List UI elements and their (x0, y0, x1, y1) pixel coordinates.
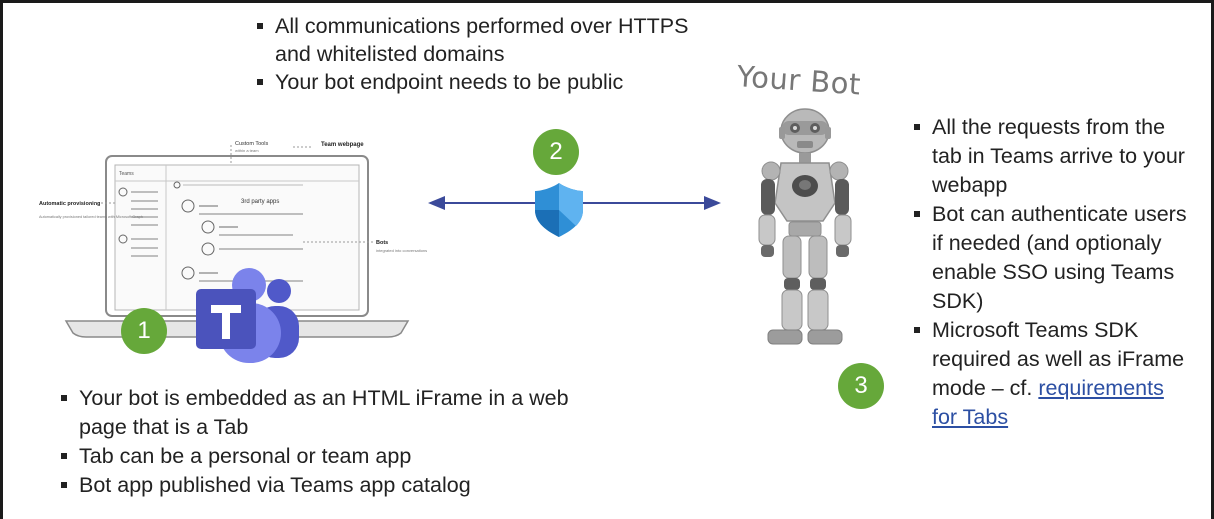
robot-illustration (758, 108, 852, 345)
shield-icon (535, 183, 583, 237)
callout-bots: Bots (376, 240, 388, 246)
callout-custom-tools-sub: within a team (235, 148, 259, 153)
bullet-tab-type: Tab can be a personal or team app (59, 442, 579, 471)
diagram-graphics: Teams 3rd party apps (39, 108, 852, 363)
step-2-badge: 2 (533, 129, 579, 175)
bot-notes: All the requests from the tab in Teams a… (912, 113, 1192, 432)
callout-bots-sub: integrated into conversations (376, 248, 427, 253)
communication-notes: All communications performed over HTTPS … (255, 12, 695, 96)
tab-notes: Your bot is embedded as an HTML iFrame i… (59, 384, 579, 500)
callout-auto-sub: Automatically provisioned tailored teams… (39, 215, 143, 219)
step-3-badge: 3 (838, 363, 884, 409)
bullet-iframe: Your bot is embedded as an HTML iFrame i… (59, 384, 579, 442)
step-1-badge: 1 (121, 308, 167, 354)
bullet-sdk: Microsoft Teams SDK required as well as … (912, 316, 1192, 432)
requirements-link[interactable]: requirements for Tabs (932, 376, 1164, 429)
bullet-sdk-text: Microsoft Teams SDK required as well as … (932, 318, 1185, 400)
callout-custom-tools: Custom Tools (235, 141, 268, 147)
callout-team-webpage: Team webpage (321, 142, 364, 148)
bullet-requests: All the requests from the tab in Teams a… (912, 113, 1192, 200)
teams-logo-icon (196, 268, 299, 363)
bullet-authenticate: Bot can authenticate users if needed (an… (912, 200, 1192, 316)
bullet-https: All communications performed over HTTPS … (255, 12, 695, 68)
bullet-catalog: Bot app published via Teams app catalog (59, 471, 579, 500)
screen-third-party: 3rd party apps (241, 199, 279, 205)
screen-app-name: Teams (119, 171, 134, 177)
callout-auto: Automatic provisioning (39, 201, 100, 207)
bullet-public-endpoint: Your bot endpoint needs to be public (255, 68, 695, 96)
